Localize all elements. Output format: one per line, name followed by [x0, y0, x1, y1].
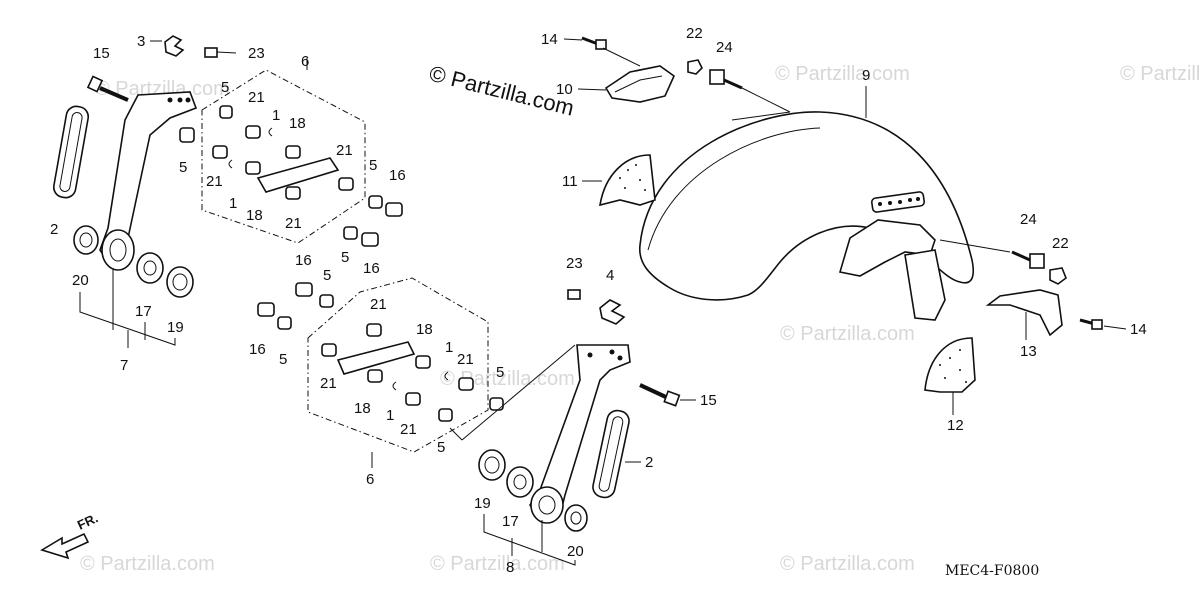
callout-21: 21: [336, 142, 353, 159]
callout-16: 16: [295, 252, 312, 269]
upper-link-kit: [212, 105, 354, 200]
callout-6: 6: [366, 471, 374, 488]
seal-part: [564, 504, 588, 532]
callout-24: 24: [716, 39, 733, 56]
callout-2: 2: [50, 221, 58, 238]
callout-labels: 3 15 23 6 5 21 1 18 21 5 16 2 5 21 1 18 …: [50, 25, 1147, 576]
pedal-boss-part: [101, 229, 135, 271]
callout-20: 20: [72, 272, 89, 289]
callout-21: 21: [370, 296, 387, 313]
bearing-part: [506, 466, 534, 498]
callout-3: 3: [137, 33, 145, 50]
link-kit-outline: [201, 69, 366, 244]
callout-17: 17: [135, 303, 152, 320]
callout-18: 18: [354, 400, 371, 417]
callout-5: 5: [279, 351, 287, 368]
bolt-part: [204, 47, 218, 58]
callout-17: 17: [502, 513, 519, 530]
callout-21: 21: [248, 89, 265, 106]
callout-21: 21: [400, 421, 417, 438]
callout-14: 14: [541, 31, 558, 48]
ghost-watermark: © Partzilla.com: [95, 78, 230, 100]
callout-5: 5: [369, 157, 377, 174]
callout-5: 5: [437, 439, 445, 456]
spring-clip-part: [164, 35, 185, 57]
callout-13: 13: [1020, 343, 1037, 360]
seal-part: [73, 225, 99, 255]
bolt-part: [86, 75, 104, 93]
callout-4: 4: [606, 267, 614, 284]
ghost-watermarks: © Partzilla.com © Partzilla.com © Partzi…: [80, 63, 1200, 575]
callout-9: 9: [862, 67, 870, 84]
fender-cover-part: [599, 154, 656, 207]
callout-7: 7: [120, 357, 128, 374]
link-plate-part: [336, 341, 416, 375]
callout-5: 5: [221, 79, 229, 96]
ghost-watermark: © Partzilla.com: [80, 553, 215, 575]
callout-18: 18: [289, 115, 306, 132]
front-fender-group: [567, 36, 1103, 393]
collar-part: [179, 127, 195, 143]
pedal-rubber-part: [52, 105, 90, 199]
fender-bracket-part: [985, 289, 1063, 337]
right-pedal-assembly: [478, 344, 681, 566]
callout-10: 10: [556, 81, 573, 98]
seal-part: [478, 449, 506, 481]
diagram-code: MEC4-F0800: [945, 563, 1039, 579]
ghost-watermark: © Partzilla.com: [1120, 63, 1200, 85]
callout-16: 16: [389, 167, 406, 184]
callout-21: 21: [206, 173, 223, 190]
fender-stay-part: [838, 219, 936, 277]
callout-22: 22: [1052, 235, 1069, 252]
callout-21: 21: [285, 215, 302, 232]
pedal-rubber-part: [592, 409, 630, 499]
link-plate-part: [256, 157, 340, 193]
callout-8: 8: [506, 559, 514, 576]
callout-5: 5: [341, 249, 349, 266]
callout-15: 15: [700, 392, 717, 409]
callout-21: 21: [320, 375, 337, 392]
ghost-watermark: © Partzilla.com: [775, 63, 910, 85]
callout-16: 16: [249, 341, 266, 358]
watermark-text: © Partzilla.com: [427, 61, 577, 121]
callout-23: 23: [566, 255, 583, 272]
ghost-watermark: © Partzilla.com: [430, 553, 565, 575]
front-arrow-icon: [40, 532, 90, 560]
callout-20: 20: [567, 543, 584, 560]
callout-14: 14: [1130, 321, 1147, 338]
callout-19: 19: [474, 495, 491, 512]
callout-19: 19: [167, 319, 184, 336]
front-direction-indicator: FR.: [40, 510, 100, 560]
callout-15: 15: [93, 45, 110, 62]
callout-2: 2: [645, 454, 653, 471]
callout-11: 11: [562, 173, 578, 190]
ghost-watermark: © Partzilla.com: [780, 323, 915, 345]
callout-18: 18: [246, 207, 263, 224]
callout-22: 22: [686, 25, 703, 42]
lower-link-kit: [321, 323, 474, 406]
callout-6: 6: [301, 53, 309, 70]
callout-5: 5: [496, 364, 504, 381]
callout-16: 16: [363, 260, 380, 277]
fender-cover-part: [924, 337, 976, 393]
callout-1: 1: [445, 339, 453, 356]
callout-1: 1: [386, 407, 394, 424]
bearing-part: [136, 252, 164, 284]
callout-5: 5: [323, 267, 331, 284]
callout-24: 24: [1020, 211, 1037, 228]
callout-5: 5: [179, 159, 187, 176]
fender-bracket-part: [604, 65, 675, 103]
callout-18: 18: [416, 321, 433, 338]
callout-21: 21: [457, 351, 474, 368]
direction-label: FR.: [75, 510, 100, 532]
callout-23: 23: [248, 45, 265, 62]
callout-1: 1: [272, 107, 280, 124]
callout-1: 1: [229, 195, 237, 212]
pedal-boss-part: [530, 486, 564, 524]
seal-part: [166, 266, 194, 298]
ghost-watermark: © Partzilla.com: [780, 553, 915, 575]
callout-12: 12: [947, 417, 964, 434]
left-pedal-assembly: [52, 35, 237, 348]
